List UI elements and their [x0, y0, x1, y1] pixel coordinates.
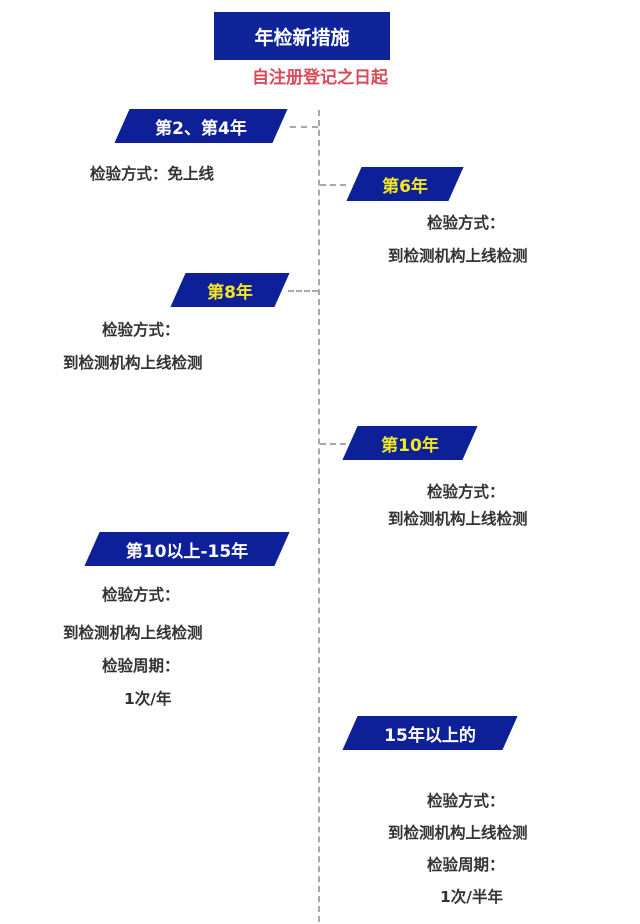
stage-5-line-4: 1次/年 — [124, 690, 172, 708]
stage-badge-6-label: 15年以上的 — [384, 725, 476, 746]
stage-badge-4: 第10年 — [342, 426, 478, 460]
page-title: 年检新措施 — [214, 12, 390, 60]
stage-badge-4-label: 第10年 — [381, 435, 439, 456]
stage-4-line-2: 到检测机构上线检测 — [388, 510, 528, 528]
stage-1-line-1: 检验方式：免上线 — [90, 165, 215, 183]
stage-2-line-2: 到检测机构上线检测 — [388, 247, 528, 265]
stage-3-line-1: 检验方式： — [102, 321, 180, 339]
stage-6-line-2: 到检测机构上线检测 — [388, 824, 528, 842]
stage-5-line-3: 检验周期： — [102, 657, 180, 675]
stage-2-line-1: 检验方式： — [427, 214, 505, 232]
timeline-line — [318, 110, 320, 922]
stage-badge-2-label: 第6年 — [382, 176, 428, 197]
stage-badge-6: 15年以上的 — [342, 716, 518, 750]
page-title-text: 年检新措施 — [254, 26, 350, 49]
stage-5-line-1: 检验方式： — [102, 586, 180, 604]
stage-badge-5-label: 第10以上-15年 — [125, 541, 249, 562]
stage-badge-3-label: 第8年 — [207, 282, 253, 303]
stage-badge-1-label: 第2、第4年 — [155, 118, 247, 139]
subtitle: 自注册登记之日起 — [252, 68, 388, 88]
connector-stage-1 — [290, 126, 318, 128]
connector-stage-2 — [320, 184, 346, 186]
stage-badge-2: 第6年 — [346, 167, 464, 201]
stage-6-line-1: 检验方式： — [427, 792, 505, 810]
stage-6-line-3: 检验周期： — [427, 856, 505, 874]
stage-badge-3: 第8年 — [170, 273, 290, 307]
stage-5-line-2: 到检测机构上线检测 — [63, 624, 203, 642]
stage-4-line-1: 检验方式： — [427, 483, 505, 501]
stage-3-line-2: 到检测机构上线检测 — [63, 354, 203, 372]
connector-stage-4 — [320, 443, 346, 445]
stage-badge-1: 第2、第4年 — [114, 109, 288, 143]
connector-stage-3 — [288, 290, 318, 292]
stage-6-line-4: 1次/半年 — [440, 888, 503, 906]
stage-badge-5: 第10以上-15年 — [84, 532, 290, 566]
